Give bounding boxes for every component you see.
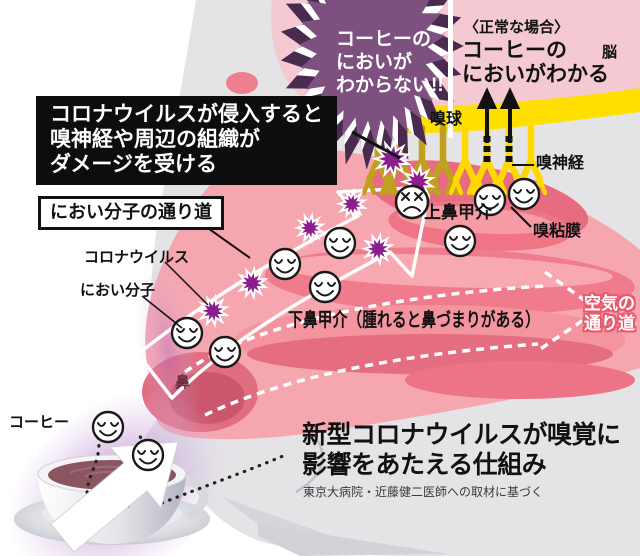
olfactory-nerve-label: 嗅神経 (536, 155, 585, 172)
lower-lip-shading (258, 524, 448, 556)
nose-label: 鼻 (175, 374, 191, 391)
coronavirus-label: コロナウイルス (84, 249, 190, 266)
callout-lines (141, 130, 534, 329)
inferior-concha-label: 下鼻甲介（腫れると鼻づまりがある） (288, 310, 540, 331)
virus-icon (360, 231, 395, 267)
smell-signal-arrows (476, 87, 521, 143)
damage-note-line: コロナウイルスが侵入すると (50, 103, 323, 126)
air-path-arrowhead (535, 270, 602, 354)
coffee-label: コーヒー (9, 414, 70, 431)
odor-molecules (91, 177, 541, 472)
air-path-dashed-arrows (183, 270, 602, 417)
virus-icon (234, 265, 269, 301)
odor-molecule-label: におい分子 (80, 282, 156, 299)
virus-icon (293, 211, 326, 245)
damage-starburst (280, 0, 464, 170)
odor-molecule-happy-icon (308, 270, 342, 304)
air-path-label: 空気の 通り道 (584, 294, 635, 333)
odor-molecule-happy-icon (91, 410, 125, 444)
middle-concha-highlight (277, 253, 613, 289)
odor-molecule-happy-icon (323, 226, 357, 260)
olfactory-mucosa-label: 嗅粘膜 (533, 223, 582, 240)
damage-note-line: 嗅神経や周辺の組織が (50, 128, 260, 151)
damage-note-box: コロナウイルスが侵入すると 嗅神経や周辺の組織が ダメージを受ける (36, 96, 337, 185)
odor-molecule-damaged-icon (394, 184, 430, 220)
page-title: 新型コロナウイルスが嗅覚に 影響をあたえる仕組み (302, 421, 621, 479)
brain-label: 脳 (602, 44, 618, 61)
lower-fold (405, 361, 635, 399)
virus-icon (195, 293, 230, 329)
virus-icon (371, 138, 412, 180)
odor-path-arrow (136, 185, 432, 400)
damage-note-line: ダメージを受ける (50, 153, 217, 176)
odor-path-label-box: におい分子の通り道 (38, 196, 224, 230)
virus-particles (195, 138, 436, 329)
odor-molecule-happy-icon (507, 177, 541, 211)
nerve-fiber (470, 124, 504, 196)
bridge-pink-spot (226, 72, 258, 94)
normal-case-label: 〈正常な場合〉 (464, 19, 570, 36)
odor-molecule-happy-icon (473, 183, 507, 217)
normal-smell-text: コーヒーの においがわかる (462, 39, 609, 86)
odor-molecule-happy-icon (443, 224, 477, 258)
odor-molecule-happy-icon (170, 316, 204, 350)
odor-molecule-happy-icon (208, 335, 242, 369)
source-credit: 東京大病院・近藤健二医師への取材に基づく (303, 485, 544, 499)
superior-concha-highlight (398, 205, 554, 235)
olfactory-bulb-label: 嗅球 (430, 111, 463, 128)
superior-concha-label: 上鼻甲介 (424, 203, 492, 222)
cannot-smell-text: コーヒーの においが わからない!! (336, 29, 444, 96)
odor-molecule-happy-icon (131, 438, 165, 472)
side-divider (448, 0, 453, 138)
virus-icon (335, 187, 368, 221)
odor-molecule-happy-icon (268, 247, 302, 281)
upper-lip-shading (222, 497, 345, 541)
nerve-fiber (448, 124, 482, 196)
